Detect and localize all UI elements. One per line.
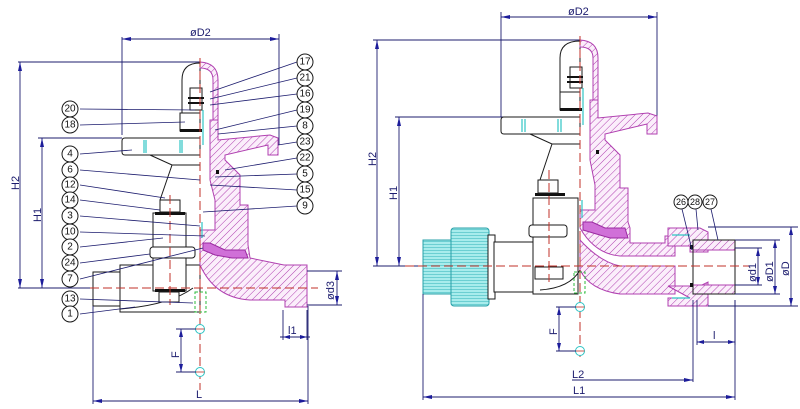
dim-h2-label: H2 [10, 176, 22, 190]
svg-text:9: 9 [302, 201, 308, 212]
svg-text:26: 26 [676, 197, 686, 207]
balloons-right-column: 17 21 16 19 8 23 22 5 15 9 [202, 53, 314, 215]
left-view: øD2 H2 H1 [10, 27, 342, 404]
dim-h2-right: H2 [367, 39, 580, 266]
dim-l1-left: l1 [280, 310, 310, 340]
dim-f-right-label: F [548, 328, 560, 335]
balloon-7: 7 [61, 270, 79, 288]
dim-l2-label: L2 [572, 369, 584, 381]
svg-text:27: 27 [705, 197, 715, 207]
svg-text:15: 15 [299, 185, 311, 196]
balloon-9: 9 [296, 197, 314, 215]
dim-d2-right-label: øD2 [568, 6, 589, 18]
dim-h2-left: H2 [10, 61, 200, 288]
svg-text:23: 23 [299, 137, 311, 148]
dim-l-small-right: l [696, 300, 736, 345]
svg-text:5: 5 [302, 169, 308, 180]
valve-body-left [92, 62, 204, 313]
dim-d2-left: øD2 [121, 27, 280, 145]
svg-text:1: 1 [67, 309, 73, 320]
svg-text:14: 14 [64, 195, 76, 206]
balloon-17: 17 [296, 53, 314, 71]
svg-text:7: 7 [67, 274, 73, 285]
svg-text:3: 3 [67, 211, 73, 222]
balloon-20: 20 [61, 100, 79, 118]
balloon-10: 10 [61, 223, 79, 241]
balloon-18: 18 [61, 116, 79, 134]
balloon-28: 28 [687, 194, 703, 210]
svg-text:4: 4 [67, 149, 73, 160]
balloon-16: 16 [296, 85, 314, 103]
dim-d2-right: øD2 [500, 6, 658, 117]
balloon-27: 27 [702, 194, 718, 210]
balloon-4: 4 [61, 145, 79, 163]
balloon-8: 8 [296, 117, 314, 135]
union-nut-left [422, 227, 535, 307]
dim-h1-right: H1 [388, 116, 520, 266]
dim-h1-left: H1 [32, 137, 122, 288]
balloon-15: 15 [296, 181, 314, 199]
balloons-top-right: 26 28 27 [673, 194, 719, 251]
dim-d2-label: øD2 [190, 27, 211, 39]
dim-l-right-label: l [713, 330, 715, 342]
dim-h2-right-label: H2 [367, 152, 379, 166]
balloon-2: 2 [61, 238, 79, 256]
dim-l1-right: L1 [422, 294, 736, 400]
svg-text:10: 10 [64, 227, 76, 238]
svg-text:16: 16 [299, 89, 311, 100]
balloon-12: 12 [61, 176, 79, 194]
dim-d3-left: ød3 [307, 270, 342, 306]
right-view: øD2 H2 H1 [367, 6, 798, 400]
dim-l-left: L [92, 306, 309, 404]
dim-l1-right-label: L1 [573, 385, 585, 397]
svg-text:6: 6 [67, 165, 73, 176]
dim-h1-label: H1 [32, 208, 44, 222]
dim-f-label: F [170, 351, 182, 358]
svg-text:8: 8 [302, 121, 308, 132]
section-right [573, 36, 676, 360]
balloon-14: 14 [61, 191, 79, 209]
svg-text:12: 12 [64, 180, 76, 191]
svg-text:24: 24 [64, 258, 76, 269]
dim-l-label: L [196, 389, 202, 401]
balloon-6: 6 [61, 161, 79, 179]
dim-d1-label: ød1 [747, 263, 759, 282]
union-end-right [667, 227, 736, 307]
svg-text:2: 2 [67, 242, 73, 253]
section-left [194, 58, 308, 390]
balloon-3: 3 [61, 207, 79, 225]
balloon-19: 19 [296, 101, 314, 119]
balloon-24: 24 [61, 254, 79, 272]
svg-text:19: 19 [299, 105, 311, 116]
balloons-left-column: 20 18 4 6 12 14 3 10 2 24 7 13 1 [61, 100, 206, 323]
svg-text:17: 17 [299, 57, 311, 68]
svg-text:20: 20 [64, 104, 76, 115]
balloon-5: 5 [296, 165, 314, 183]
balloon-21: 21 [296, 69, 314, 87]
dim-D-label: øD [780, 261, 792, 276]
svg-text:13: 13 [64, 294, 76, 305]
dim-d3-label: ød3 [325, 281, 337, 300]
svg-text:21: 21 [299, 73, 311, 84]
balloon-23: 23 [296, 133, 314, 151]
balloon-22: 22 [296, 149, 314, 167]
valve-body-right [500, 40, 584, 295]
svg-text:28: 28 [690, 197, 700, 207]
dim-l1-label: l1 [288, 325, 297, 337]
dim-D1-label: øD1 [764, 261, 776, 282]
dim-l2-right: L2 [572, 300, 694, 382]
balloon-13: 13 [61, 290, 79, 308]
balloon-26: 26 [673, 194, 689, 210]
dim-diameters-right: ød1 øD1 øD [708, 226, 798, 307]
dim-h1-right-label: H1 [388, 186, 400, 200]
mounting-holes-right: F [548, 302, 585, 356]
mounting-holes-left: F [170, 324, 205, 377]
svg-text:18: 18 [64, 120, 76, 131]
balloon-1: 1 [61, 305, 79, 323]
svg-text:22: 22 [299, 153, 311, 164]
